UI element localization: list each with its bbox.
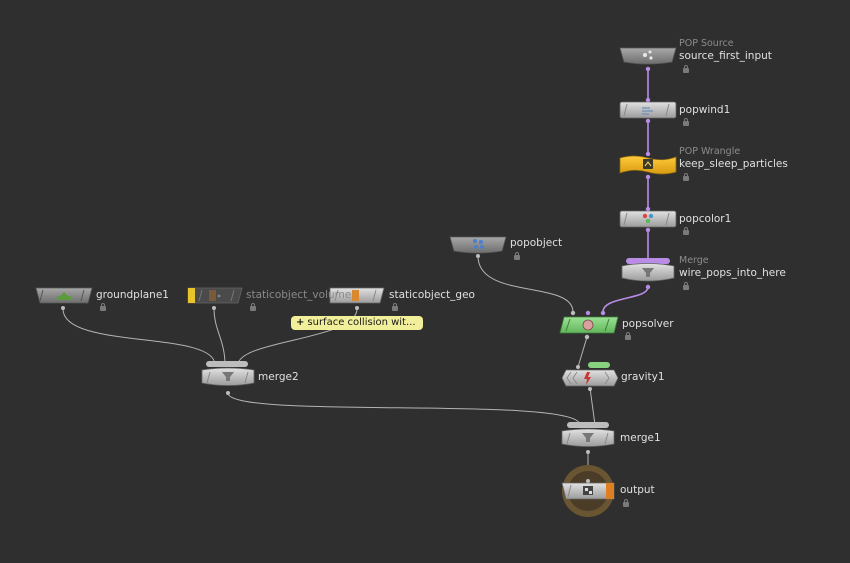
lock-icon[interactable]: [683, 118, 689, 126]
node-label[interactable]: groundplane1: [96, 289, 169, 301]
comment-text: surface collision wit...: [307, 317, 416, 328]
node-popcolor1[interactable]: [619, 206, 677, 233]
node-popobject[interactable]: [449, 236, 507, 258]
wire-groundplane-merge2[interactable]: [62, 308, 216, 366]
node-output[interactable]: [561, 465, 615, 517]
network-comment[interactable]: +surface collision wit...: [291, 316, 423, 330]
display-flag[interactable]: [606, 483, 614, 499]
lock-icon[interactable]: [683, 173, 689, 181]
node-type-label: POP Source: [679, 38, 734, 49]
gravity-icon: [584, 372, 591, 385]
node-type-label: POP Wrangle: [679, 146, 741, 157]
node-source_first_input[interactable]: [619, 47, 677, 72]
node-keep_sleep_particles[interactable]: [619, 151, 677, 180]
node-wire_pops_into_here[interactable]: [621, 258, 675, 290]
node-label[interactable]: staticobject_volume: [246, 289, 352, 301]
node-groundplane1[interactable]: [35, 287, 93, 310]
lock-icon[interactable]: [683, 65, 689, 73]
node-gravity1[interactable]: [561, 362, 619, 391]
output-icon: [583, 486, 593, 495]
lock-icon[interactable]: [100, 303, 106, 311]
lock-icon[interactable]: [250, 303, 256, 311]
wire-merge2-merge1[interactable]: [227, 392, 581, 426]
wire-popobject-popsolver[interactable]: [477, 255, 574, 313]
merge-icon: [642, 268, 654, 277]
pop-object-icon: [473, 239, 484, 249]
lock-icon[interactable]: [623, 499, 629, 507]
pop-source-icon: [643, 50, 653, 60]
ground-plane-icon: [57, 292, 71, 300]
lock-icon[interactable]: [625, 332, 631, 340]
wire-volume-merge2[interactable]: [213, 308, 226, 366]
node-label[interactable]: wire_pops_into_here: [679, 267, 786, 279]
pop-solver-icon: [582, 319, 594, 331]
plus-icon[interactable]: +: [296, 317, 305, 328]
node-label[interactable]: popwind1: [679, 104, 731, 116]
node-popwind1[interactable]: [619, 97, 677, 124]
lock-icon[interactable]: [683, 282, 689, 290]
wires: [62, 69, 649, 482]
node-label[interactable]: staticobject_geo: [389, 289, 475, 301]
merge-icon: [222, 372, 234, 381]
node-merge1[interactable]: [561, 422, 615, 454]
wire-merge-popsolver[interactable]: [602, 286, 649, 313]
lock-icon[interactable]: [683, 227, 689, 235]
static-object-icon: [352, 290, 359, 301]
node-staticobject_geo[interactable]: [329, 287, 385, 310]
wrangle-icon: [643, 159, 653, 169]
merge-icon: [582, 433, 594, 442]
node-staticobject_volume[interactable]: [187, 287, 243, 310]
node-label[interactable]: merge1: [620, 432, 661, 444]
node-label[interactable]: popobject: [510, 237, 563, 249]
node-popsolver[interactable]: [559, 310, 619, 340]
wind-icon: [642, 107, 653, 115]
node-type-label: Merge: [679, 255, 709, 266]
wire-gravity-merge1[interactable]: [589, 387, 596, 426]
color-icon: [642, 213, 654, 224]
static-object-icon: [209, 290, 221, 301]
node-label[interactable]: popsolver: [622, 318, 674, 330]
node-label[interactable]: output: [620, 484, 655, 496]
node-label[interactable]: keep_sleep_particles: [679, 158, 788, 170]
lock-icon[interactable]: [392, 303, 398, 311]
node-label[interactable]: source_first_input: [679, 50, 772, 62]
node-label[interactable]: merge2: [258, 371, 299, 383]
lock-icon[interactable]: [514, 252, 520, 260]
node-label[interactable]: popcolor1: [679, 213, 732, 225]
wire-popsolver-gravity[interactable]: [577, 336, 588, 368]
node-label[interactable]: gravity1: [621, 371, 665, 383]
node-merge2[interactable]: [201, 361, 255, 395]
